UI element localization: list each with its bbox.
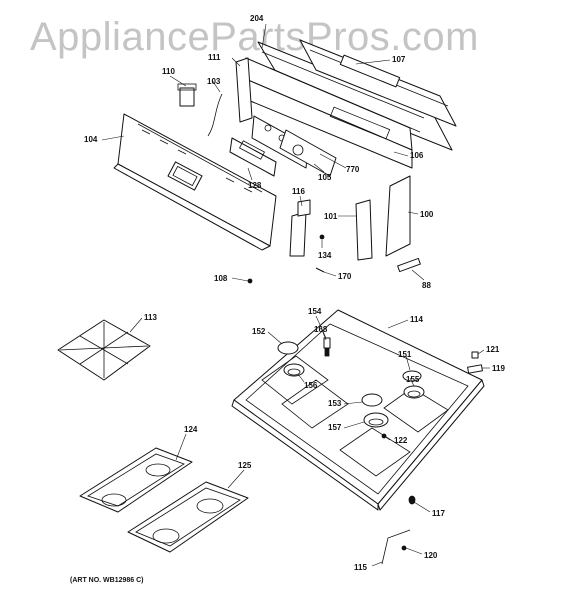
control-panel[interactable] xyxy=(113,113,277,251)
callout-168: 168 xyxy=(314,325,328,334)
callout-153: 153 xyxy=(328,399,342,408)
callout-204: 204 xyxy=(250,14,264,23)
trim-strip-top[interactable] xyxy=(299,39,457,127)
callout-125: 125 xyxy=(238,461,252,470)
screw-120[interactable] xyxy=(401,545,407,551)
burner-head-156[interactable] xyxy=(283,363,305,377)
drip-pan-right[interactable] xyxy=(127,481,249,553)
callout-101: 101 xyxy=(324,212,338,221)
callout-770: 770 xyxy=(346,165,360,174)
burner-head-157[interactable] xyxy=(363,412,389,428)
hinge-119[interactable] xyxy=(467,364,483,374)
cooktop-main-top[interactable] xyxy=(231,309,485,511)
screw-108[interactable] xyxy=(247,278,253,284)
callout-157: 157 xyxy=(328,423,342,432)
callout-113: 113 xyxy=(144,313,157,322)
callout-104: 104 xyxy=(84,135,98,144)
callout-151: 151 xyxy=(398,350,412,359)
callout-156: 156 xyxy=(304,381,318,390)
callout-154: 154 xyxy=(308,307,322,316)
callout-119: 119 xyxy=(492,364,505,373)
callout-121: 121 xyxy=(486,345,500,354)
callout-111: 111 xyxy=(208,53,221,62)
callout-115: 115 xyxy=(354,563,367,572)
callout-155: 155 xyxy=(406,375,420,384)
callout-100: 100 xyxy=(420,210,434,219)
art-number: (ART NO. WB12986 C) xyxy=(70,577,144,584)
callout-122: 122 xyxy=(394,436,408,445)
clock-timer-module[interactable] xyxy=(229,137,277,177)
side-trim-bracket[interactable] xyxy=(355,199,373,261)
burner-cap-153[interactable] xyxy=(361,393,383,407)
end-cap-left-bracket[interactable] xyxy=(235,57,253,123)
callout-117: 117 xyxy=(432,509,445,518)
end-cap-left[interactable] xyxy=(289,199,311,257)
burner-tube-115[interactable] xyxy=(381,529,411,565)
callout-108: 108 xyxy=(214,274,228,283)
callout-110: 110 xyxy=(162,67,175,76)
burner-cap-152[interactable] xyxy=(277,341,299,355)
screw-134[interactable] xyxy=(319,234,325,240)
wire-harness[interactable] xyxy=(207,93,223,137)
gasket-strip[interactable] xyxy=(397,257,421,273)
callout-107: 107 xyxy=(392,55,406,64)
screw-170[interactable] xyxy=(315,267,325,273)
burner-grate[interactable] xyxy=(57,319,151,381)
callout-134: 134 xyxy=(318,251,332,260)
drip-pan-left[interactable] xyxy=(79,447,193,513)
leader-lines xyxy=(101,23,490,567)
callout-114: 114 xyxy=(410,315,423,324)
relay-component[interactable] xyxy=(177,83,197,107)
burner-orifice-168[interactable] xyxy=(323,337,331,357)
callout-128: 128 xyxy=(248,181,262,190)
callout-105: 105 xyxy=(318,173,332,182)
callout-116: 116 xyxy=(292,187,305,196)
bracket-121[interactable] xyxy=(471,351,479,359)
callout-labels: 204 107 110 111 103 104 106 105 770 128 … xyxy=(84,14,505,572)
callout-124: 124 xyxy=(184,425,198,434)
callout-103: 103 xyxy=(207,77,221,86)
control-board-bracket[interactable] xyxy=(279,129,337,177)
burner-cap-151[interactable] xyxy=(402,370,422,382)
callout-106: 106 xyxy=(410,151,424,160)
foot-117[interactable] xyxy=(408,495,416,505)
callout-152: 152 xyxy=(252,327,266,336)
callout-120: 120 xyxy=(424,551,438,560)
watermark-text: AppliancePartsPros.com xyxy=(30,15,479,59)
side-trim-right[interactable] xyxy=(385,175,411,257)
callout-170: 170 xyxy=(338,272,352,281)
burner-head-155[interactable] xyxy=(403,385,425,399)
backsplash-rear-panel[interactable] xyxy=(245,41,453,169)
callout-88: 88 xyxy=(422,281,431,290)
